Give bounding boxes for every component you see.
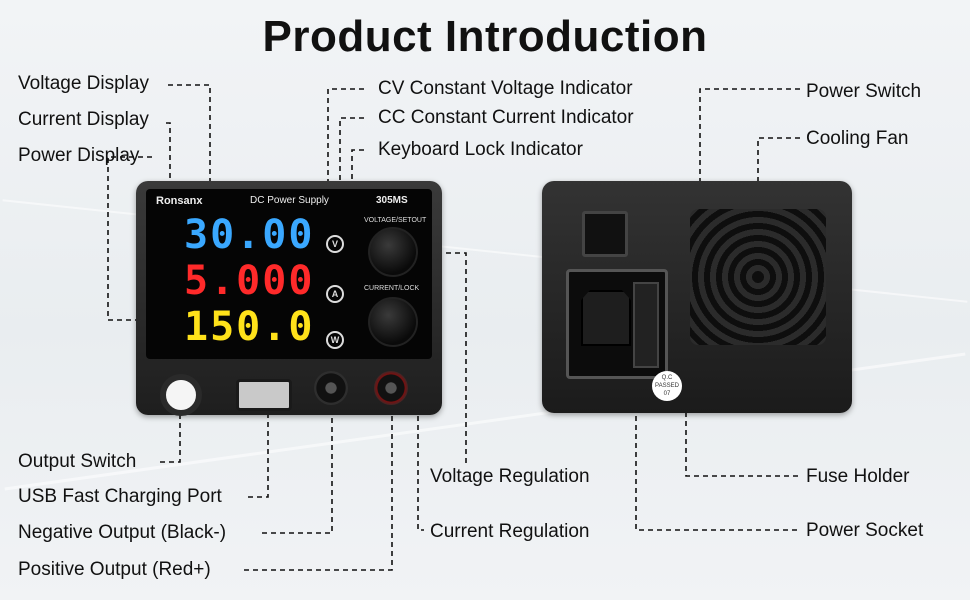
voltage-knob-label: VOLTAGE/SETOUT xyxy=(364,217,427,224)
label-current-display: Current Display xyxy=(18,109,149,130)
leader-current-regulation xyxy=(404,321,424,531)
lock-indicator: W xyxy=(326,331,344,349)
fuse-drawer[interactable] xyxy=(633,282,659,368)
label-cc-indicator: CC Constant Current Indicator xyxy=(378,107,634,128)
label-positive-output: Positive Output (Red+) xyxy=(18,559,211,580)
power-rocker-switch[interactable] xyxy=(582,211,628,257)
power-supply-back: Q.C PASSED 07 xyxy=(542,181,852,413)
leader-power-display xyxy=(107,156,178,321)
ac-power-socket[interactable] xyxy=(566,269,668,379)
label-voltage-regulation: Voltage Regulation xyxy=(430,466,590,487)
negative-terminal[interactable] xyxy=(314,371,348,405)
label-cooling-fan: Cooling Fan xyxy=(806,128,909,149)
cooling-fan-grille xyxy=(690,209,826,345)
label-output-switch: Output Switch xyxy=(18,451,137,472)
current-readout: 5.000 xyxy=(184,258,315,304)
voltage-readout: 30.00 xyxy=(184,212,315,258)
label-usb-port: USB Fast Charging Port xyxy=(18,486,222,507)
output-switch-button[interactable] xyxy=(160,374,202,416)
leader-cv xyxy=(327,88,364,206)
leader-positive xyxy=(244,400,393,571)
cc-indicator: A xyxy=(326,285,344,303)
display-panel: Ronsanx DC Power Supply 305MS 30.00 5.00… xyxy=(146,189,432,359)
model-text: DC Power Supply xyxy=(250,195,329,206)
label-fuse-holder: Fuse Holder xyxy=(806,466,910,487)
brand-logo: Ronsanx xyxy=(156,195,203,207)
usb-port[interactable] xyxy=(236,379,292,411)
leader-output-switch xyxy=(160,395,181,463)
power-supply-front: Ronsanx DC Power Supply 305MS 30.00 5.00… xyxy=(136,181,442,416)
model-code: 305MS xyxy=(376,195,408,206)
label-lock-indicator: Keyboard Lock Indicator xyxy=(378,139,583,160)
label-power-display: Power Display xyxy=(18,145,140,166)
socket-inlet xyxy=(581,290,631,346)
label-current-regulation: Current Regulation xyxy=(430,521,590,542)
leader-voltage-display xyxy=(168,84,211,197)
leader-cooling-fan xyxy=(757,137,800,290)
qc-sticker: Q.C PASSED 07 xyxy=(652,371,682,401)
label-cv-indicator: CV Constant Voltage Indicator xyxy=(378,78,633,99)
page-title: Product Introduction xyxy=(262,12,708,61)
current-knob[interactable] xyxy=(368,297,418,347)
power-readout: 150.0 xyxy=(184,304,315,350)
voltage-knob[interactable] xyxy=(368,227,418,277)
leader-usb xyxy=(248,394,269,498)
label-power-switch: Power Switch xyxy=(806,81,922,102)
label-power-socket: Power Socket xyxy=(806,520,924,541)
cv-indicator: V xyxy=(326,235,344,253)
label-negative-output: Negative Output (Black-) xyxy=(18,522,227,543)
label-voltage-display: Voltage Display xyxy=(18,73,149,94)
leader-negative xyxy=(262,395,333,534)
positive-terminal[interactable] xyxy=(374,371,408,405)
current-knob-label: CURRENT/LOCK xyxy=(364,285,420,292)
